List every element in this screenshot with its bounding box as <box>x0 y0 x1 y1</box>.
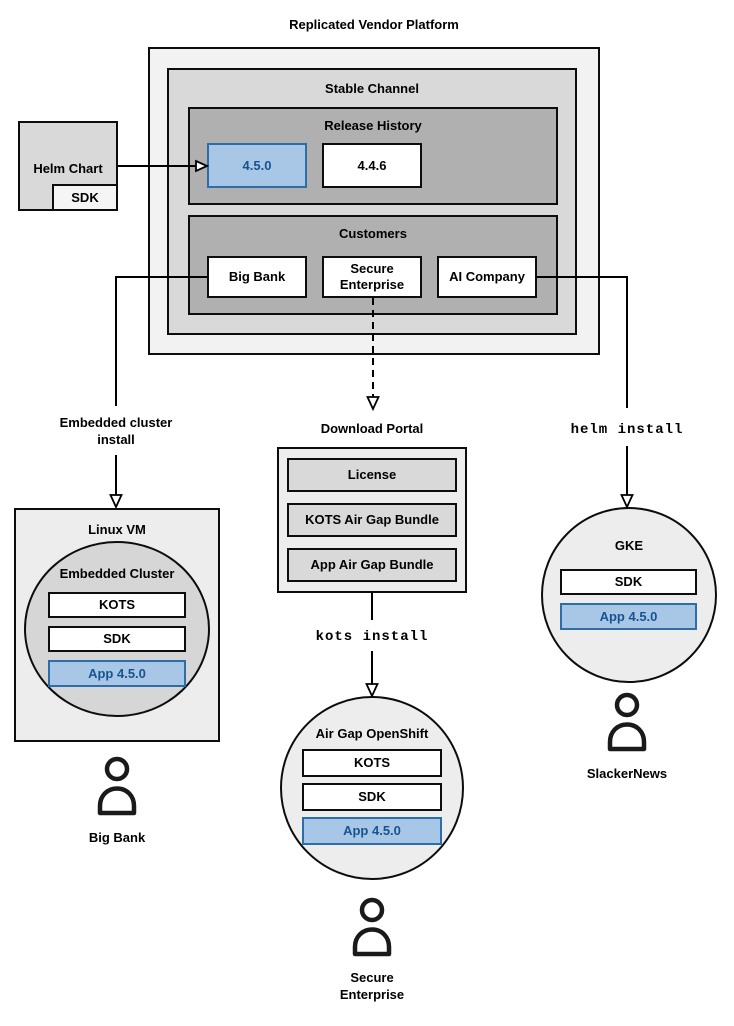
download-portal-title: Download Portal <box>320 421 424 436</box>
secure-sdk-box: SDK <box>302 783 442 811</box>
release-446: 4.4.6 <box>322 143 422 188</box>
linux-vm-title: Linux VM <box>88 522 146 537</box>
airgap-openshift-title: Air Gap OpenShift <box>315 726 429 741</box>
gke-title: GKE <box>614 538 644 553</box>
secure-app-box: App 4.5.0 <box>302 817 442 845</box>
bigbank-sdk-box: SDK <box>48 626 186 652</box>
download-portal-arrowhead-icon <box>366 396 380 412</box>
portal-kots-bundle-box: KOTS Air Gap Bundle <box>287 503 457 537</box>
release-450: 4.5.0 <box>207 143 307 188</box>
secure-kots-box: KOTS <box>302 749 442 777</box>
slackernews-person-icon <box>605 692 649 761</box>
embedded-cluster-title: Embedded Cluster <box>59 566 175 581</box>
customer-ai-company: AI Company <box>437 256 537 298</box>
embedded-install-label: Embedded cluster install <box>59 415 173 447</box>
airgap-arrowhead-icon <box>365 683 379 699</box>
portal-app-bundle-box: App Air Gap Bundle <box>287 548 457 582</box>
customer-big-bank: Big Bank <box>207 256 307 298</box>
customer-secure-enterprise: Secure Enterprise <box>322 256 422 298</box>
big-bank-user-label: Big Bank <box>88 830 146 845</box>
kots-install-label: kots install <box>315 629 429 645</box>
slackernews-user-label: SlackerNews <box>586 766 668 781</box>
big-bank-person-icon <box>95 756 139 825</box>
helm-chart-title: Helm Chart <box>33 161 103 176</box>
ai-sdk-box: SDK <box>560 569 697 595</box>
helm-chart-sdk-box: SDK <box>52 184 118 211</box>
customers-title: Customers <box>339 226 407 241</box>
release-history-title: Release History <box>324 118 422 133</box>
gke-circle <box>541 507 717 683</box>
helm-install-label: helm install <box>570 422 684 438</box>
secure-enterprise-person-icon <box>350 897 394 966</box>
bigbank-app-box: App 4.5.0 <box>48 660 186 687</box>
ai-app-box: App 4.5.0 <box>560 603 697 630</box>
bigbank-kots-box: KOTS <box>48 592 186 618</box>
stable-channel-title: Stable Channel <box>325 81 419 96</box>
secure-enterprise-user-label: Secure Enterprise <box>339 970 405 1002</box>
platform-title: Replicated Vendor Platform <box>289 17 459 32</box>
big-bank-arrowhead-icon <box>109 494 123 510</box>
gke-arrowhead-icon <box>620 494 634 510</box>
portal-license-box: License <box>287 458 457 492</box>
